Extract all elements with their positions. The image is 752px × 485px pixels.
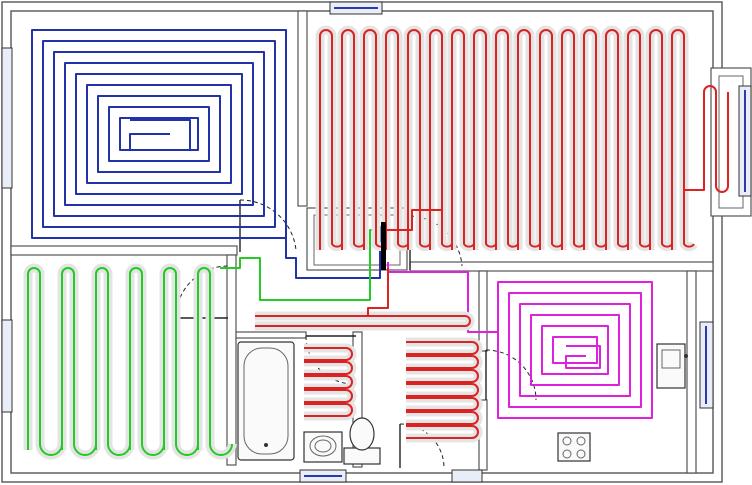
stove [557, 432, 591, 462]
window-right [738, 85, 752, 197]
living-room-feed [285, 226, 381, 279]
main-room-bay-loop [684, 85, 729, 193]
window-bathroom [299, 469, 347, 483]
bedroom-loop [27, 267, 233, 456]
manifold [381, 222, 386, 270]
kitchen-sink [656, 343, 688, 389]
manifold-bar [381, 222, 386, 270]
window-top [329, 1, 383, 15]
toilet [343, 417, 381, 465]
fixtures [237, 341, 688, 465]
door-toilet [399, 423, 445, 469]
window-bottom-right [451, 469, 483, 483]
window-kitchen [699, 321, 714, 409]
hall-bathroom-loop-shade [255, 311, 475, 331]
kitchen-loop [497, 281, 653, 419]
bathtub [237, 341, 295, 461]
door-living-room [239, 199, 297, 252]
bedroom-feed [220, 229, 378, 301]
living-room-loop-inner [129, 119, 191, 151]
window-left-top [1, 47, 13, 189]
hall-feed [367, 268, 389, 316]
window-left-bottom [1, 319, 13, 413]
hall-lower-loop [406, 341, 479, 439]
bathroom-loop [304, 347, 353, 417]
hall-bathroom-loop [255, 315, 471, 327]
main-room-loop [319, 29, 695, 250]
kitchen-loop-inner [565, 345, 601, 369]
heating-loops [23, 25, 729, 460]
washbasin [303, 431, 343, 463]
bathroom-loop-shade [304, 343, 357, 421]
door-kitchen [485, 349, 537, 401]
